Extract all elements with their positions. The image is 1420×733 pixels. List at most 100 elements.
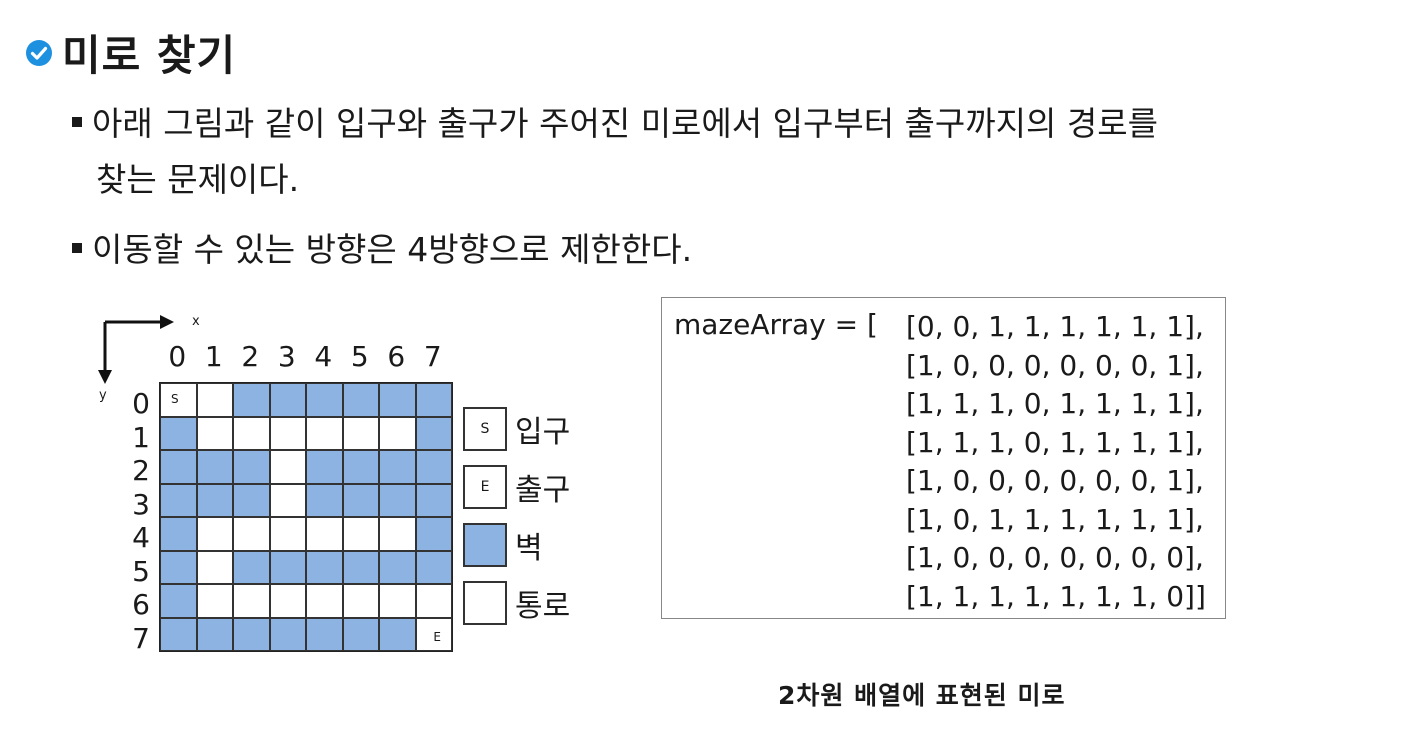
bullet-text-continued: 찾는 문제이다.: [96, 160, 300, 199]
maze-wall-cell: [233, 383, 270, 417]
maze-wall-cell: [269, 383, 306, 417]
legend-swatch: [463, 523, 507, 567]
code-row: [1, 0, 0, 0, 0, 0, 0, 1],: [906, 348, 1204, 382]
maze-wall-cell: [415, 450, 452, 484]
code-row: [1, 1, 1, 0, 1, 1, 1, 1],: [906, 387, 1204, 420]
maze-wall-cell: [306, 383, 343, 417]
maze-wall-cell: [342, 617, 379, 651]
code-prefix: mazeArray = [: [674, 308, 878, 341]
maze-path-cell: [379, 584, 416, 618]
maze-wall-cell: [342, 383, 379, 417]
maze-path-cell: [342, 416, 379, 450]
code-row: [1, 1, 1, 1, 1, 1, 1, 0]]: [906, 579, 1206, 613]
maze-path-cell: [233, 584, 270, 618]
row-label: 0: [132, 387, 150, 420]
bullet-marker: [72, 242, 82, 253]
maze-path-cell: [306, 584, 343, 618]
maze-wall-cell: [269, 617, 306, 651]
maze-path-cell: [306, 416, 343, 450]
legend-swatch: [463, 581, 507, 625]
code-row: [0, 0, 1, 1, 1, 1, 1, 1],: [906, 310, 1204, 343]
check-circle-icon: [24, 38, 54, 68]
maze-wall-cell: [306, 483, 343, 517]
maze-wall-cell: [233, 450, 270, 484]
maze-path-cell: [196, 383, 233, 417]
maze-wall-cell: [306, 450, 343, 484]
code-rows: [0, 0, 1, 1, 1, 1, 1, 1], [1, 0, 0, 0, 0,…: [906, 308, 1206, 616]
row-label: 1: [132, 420, 150, 454]
maze-path-cell: [269, 450, 306, 484]
row-label: 5: [132, 554, 150, 588]
maze-wall-cell: [342, 483, 379, 517]
maze-wall-cell: [379, 550, 416, 584]
maze-wall-cell: [160, 584, 197, 618]
column-label: 1: [204, 340, 223, 373]
maze-wall-cell: [160, 617, 197, 651]
maze-path-cell: [269, 416, 306, 450]
code-row: [1, 1, 1, 0, 1, 1, 1, 1],: [906, 425, 1204, 459]
maze-wall-cell: [415, 483, 452, 517]
legend-swatch: E: [463, 465, 507, 509]
maze-path-cell: [196, 517, 233, 551]
figure-caption: 2차원 배열에 표현된 미로: [778, 681, 1066, 710]
maze-wall-cell: [342, 550, 379, 584]
maze-wall-cell: [233, 483, 270, 517]
maze-wall-cell: [269, 550, 306, 584]
row-label: 4: [132, 521, 150, 554]
column-label: 2: [241, 340, 260, 373]
maze-path-cell: E: [415, 617, 452, 651]
maze-wall-cell: [160, 416, 197, 450]
maze-wall-cell: [306, 550, 343, 584]
maze-path-cell: [342, 584, 379, 618]
column-label: 6: [387, 340, 406, 373]
maze-wall-cell: [196, 483, 233, 517]
column-label: 4: [314, 340, 333, 373]
maze-path-cell: S: [160, 383, 197, 417]
maze-wall-cell: [379, 383, 416, 417]
maze-path-cell: [196, 416, 233, 450]
maze-wall-cell: [160, 550, 197, 584]
page-title: 미로 찾기: [62, 31, 237, 80]
maze-wall-cell: [196, 617, 233, 651]
legend-label: 통로: [515, 589, 571, 624]
maze-wall-cell: [415, 517, 452, 551]
maze-wall-cell: [415, 416, 452, 450]
maze-path-cell: [306, 517, 343, 551]
maze-wall-cell: [379, 483, 416, 517]
title-row: 미로 찾기: [24, 22, 236, 83]
maze-path-cell: [415, 584, 452, 618]
bullet-item: 이동할 수 있는 방향은 4방향으로 제한한다.: [72, 222, 1392, 278]
code-row: [1, 0, 0, 0, 0, 0, 0, 1],: [906, 464, 1204, 497]
code-row: [1, 0, 1, 1, 1, 1, 1, 1],: [906, 502, 1204, 536]
y-axis-label: y: [99, 388, 107, 403]
maze-wall-cell: [379, 450, 416, 484]
maze-path-cell: [233, 416, 270, 450]
maze-path-cell: [379, 517, 416, 551]
maze-wall-cell: [306, 617, 343, 651]
legend-item: 통로: [463, 574, 570, 632]
row-label: 3: [132, 487, 150, 521]
bullet-text: 이동할 수 있는 방향은 4방향으로 제한한다.: [92, 230, 693, 269]
maze-path-cell: [269, 483, 306, 517]
maze-path-cell: [196, 550, 233, 584]
code-row: [1, 0, 0, 0, 0, 0, 0, 0],: [906, 541, 1204, 574]
column-label: 5: [350, 340, 369, 373]
legend-swatch: S: [463, 407, 507, 451]
column-label: 7: [423, 340, 442, 373]
maze-wall-cell: [415, 550, 452, 584]
legend-label: 벽: [515, 531, 543, 566]
maze-wall-cell: [233, 550, 270, 584]
axis-arrows: [98, 315, 174, 384]
maze-wall-cell: [160, 517, 197, 551]
maze-path-cell: [269, 517, 306, 551]
maze-path-cell: [379, 416, 416, 450]
end-marker: E: [433, 630, 441, 644]
row-label: 2: [132, 454, 150, 487]
maze-wall-cell: [342, 450, 379, 484]
maze-path-cell: [269, 584, 306, 618]
